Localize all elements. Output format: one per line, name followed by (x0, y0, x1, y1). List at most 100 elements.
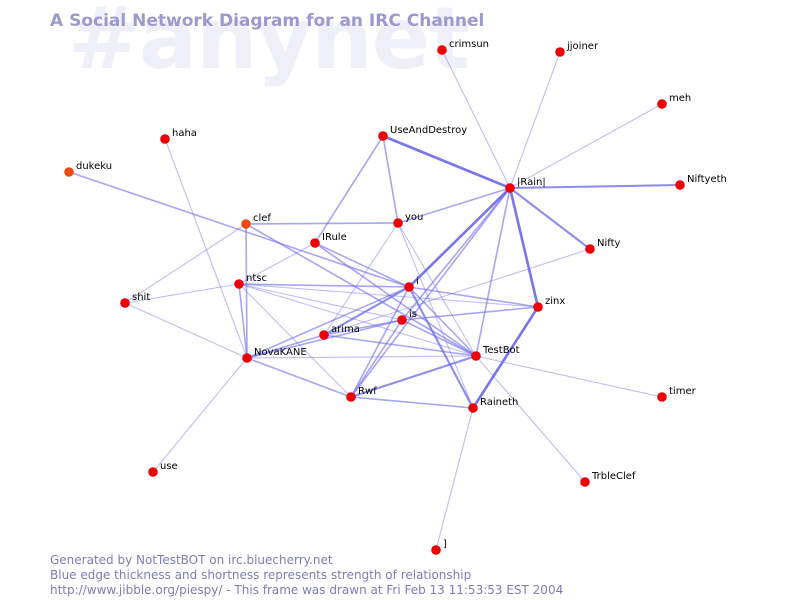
node-dot-shit (120, 298, 130, 308)
node-is: is (397, 309, 417, 325)
edge-is-rwf (350, 319, 403, 398)
node-label-arima: arima (331, 324, 360, 335)
node-meh: meh (657, 93, 691, 109)
node-label-testbot: TestBot (482, 345, 520, 356)
edge-clef-you (245, 222, 399, 225)
edge-rain-rwf (350, 187, 511, 398)
node-nifty: Nifty (585, 238, 621, 254)
node-dot-dukeku (64, 167, 74, 177)
node-label-timer: timer (669, 386, 697, 397)
node-dot-meh (657, 99, 667, 109)
edge-zinx-raineth (471, 305, 540, 410)
edge-novakane-testbot (246, 355, 477, 359)
node-dot-ntsc (234, 279, 244, 289)
node-dot-testbot (471, 351, 481, 361)
node-label-raineth: Raineth (480, 397, 518, 408)
edge-you-raineth (397, 222, 474, 409)
channel-watermark: #anynet (68, 0, 470, 89)
edge-novakane-rwf (246, 357, 352, 398)
edge-testbot-trbleclef (475, 355, 586, 483)
edge-i-testbot (408, 286, 477, 357)
edge-nifty-arima (323, 248, 591, 336)
node-label-nifty: Nifty (597, 238, 621, 249)
edge-ntsc-rwf (238, 283, 352, 398)
edge-niftyeth-rain (508, 183, 682, 190)
node-label-meh: meh (669, 93, 691, 104)
node-use: use (148, 461, 178, 477)
node-dot-rwf (346, 392, 356, 402)
edge-arima-novakane (246, 334, 325, 359)
edge-ntsc-shit (124, 283, 240, 304)
edge-clef-shit (124, 223, 247, 304)
edge-i-zinx (408, 286, 539, 308)
node-dot-useanddestroy (378, 131, 388, 141)
node-crimsun: crimsun (437, 39, 489, 55)
node-dot-bracket (431, 545, 441, 555)
edge-testbot-timer (475, 355, 663, 398)
edge-i-raineth (407, 285, 475, 410)
node-dot-rain (505, 183, 515, 193)
diagram-title: A Social Network Diagram for an IRC Chan… (50, 11, 485, 31)
node-dot-jjoiner (555, 47, 565, 57)
node-dot-nifty (585, 244, 595, 254)
edge-testbot-rwf (349, 354, 478, 399)
edge-rain-you (397, 187, 511, 224)
edge-ntsc-i (238, 283, 410, 288)
node-dot-you (393, 218, 403, 228)
node-label-trbleclef: TrbleClef (591, 471, 636, 482)
node-label-niftyeth: Niftyeth (687, 174, 727, 185)
node-dot-i (404, 282, 414, 292)
node-timer: timer (657, 386, 697, 402)
node-raineth: Raineth (468, 397, 518, 413)
edge-rain-i (407, 186, 512, 289)
node-label-ntsc: ntsc (246, 273, 267, 284)
node-clef: clef (241, 213, 271, 229)
node-dot-haha (160, 134, 170, 144)
edge-irule-i (314, 242, 410, 288)
node-dot-clef (241, 219, 251, 229)
node-dot-raineth (468, 403, 478, 413)
node-rain: |Rain| (505, 177, 546, 193)
node-i: i (404, 276, 419, 292)
node-label-dukeku: dukeku (76, 161, 112, 172)
node-label-zinx: zinx (545, 296, 565, 307)
node-label-irule: IRule (322, 232, 347, 243)
edge-is-zinx (401, 306, 539, 321)
node-dot-novakane (242, 353, 252, 363)
node-label-use: use (160, 461, 178, 472)
edge-rain-testbot (475, 187, 511, 357)
edge-dukeku-i (68, 171, 410, 288)
edge-useanddestroy-irule (314, 135, 384, 244)
node-dot-use (148, 467, 158, 477)
node-ntsc: ntsc (234, 273, 267, 289)
node-rwf: Rwf (346, 386, 377, 402)
edge-layer (68, 49, 682, 551)
edge-clef-novakane (245, 223, 248, 359)
node-dot-trbleclef (580, 477, 590, 487)
node-you: you (393, 212, 423, 228)
edge-arima-testbot (323, 334, 477, 357)
node-label-rain: |Rain| (517, 177, 546, 188)
node-label-bracket: ] (443, 539, 447, 550)
node-label-jjoiner: jjoiner (566, 41, 599, 52)
node-trbleclef: TrbleClef (580, 471, 636, 487)
edge-rain-nifty (508, 186, 592, 251)
node-label-rwf: Rwf (358, 386, 377, 397)
node-label-useanddestroy: UseAndDestroy (390, 125, 467, 136)
node-label-novakane: NovaKANE (254, 347, 307, 358)
node-label-haha: haha (172, 128, 197, 139)
node-useanddestroy: UseAndDestroy (378, 125, 467, 141)
node-zinx: zinx (533, 296, 565, 312)
node-jjoiner: jjoiner (555, 41, 599, 57)
edge-clef-testbot (245, 223, 477, 357)
edge-raineth-rwf (350, 396, 474, 409)
node-arima: arima (319, 324, 360, 340)
node-label-i: i (416, 276, 419, 287)
node-niftyeth: Niftyeth (675, 174, 727, 190)
node-label-is: is (409, 309, 417, 320)
edge-you-arima (323, 222, 399, 336)
footer-source-info: http://www.jibble.org/piespy/ - This fra… (50, 583, 564, 597)
